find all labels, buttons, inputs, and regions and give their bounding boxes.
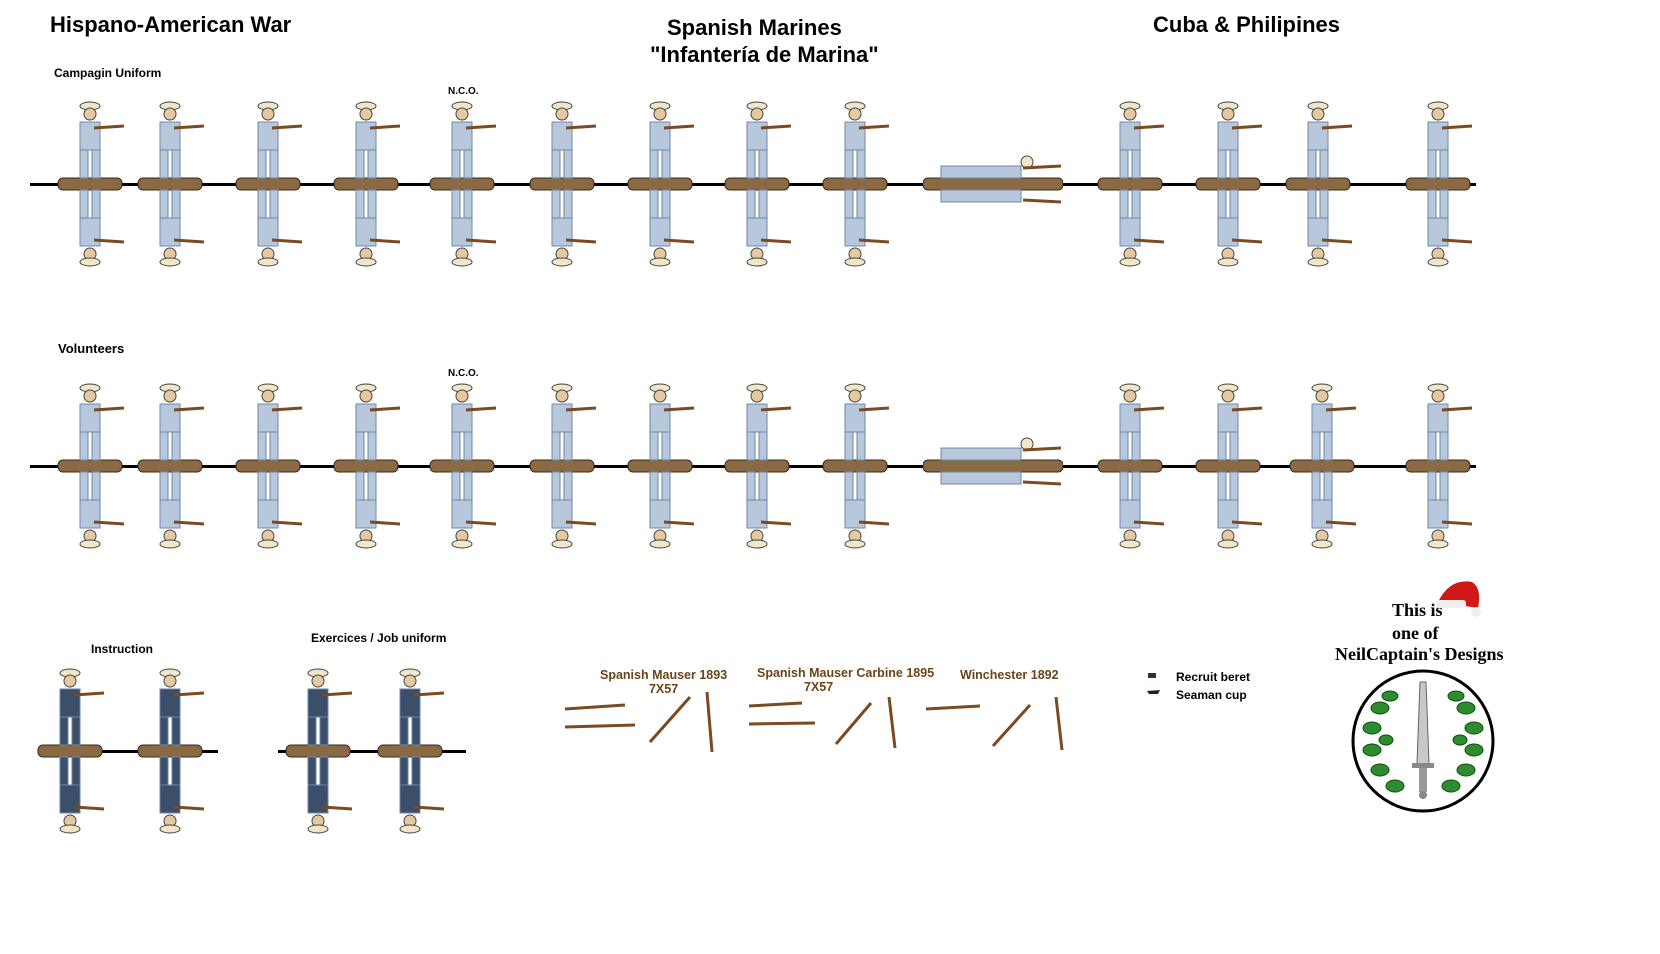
soldier-figure-row1-4 [429,101,497,267]
weapon-label-mauser-1893: Spanish Mauser 1893 7X57 [600,668,727,696]
legend-beret-icon [1148,673,1156,678]
emblem-wreath-icon [1351,669,1495,813]
soldier-figure-row2-10 [1097,383,1165,549]
soldier-figure-row2-0 [57,383,125,549]
santa-hat-icon [1436,581,1481,617]
soldier-figure-row2-12 [1289,383,1357,549]
signature-line1: This is [1392,600,1443,620]
soldier-figure-row1-1 [137,101,205,267]
weapon-label-winchester-1892: Winchester 1892 [960,668,1059,682]
soldier-figure-row1-3 [333,101,401,267]
row2-label: Volunteers [58,341,125,356]
soldier-figure-row3-2 [285,668,353,834]
soldier-figure-row1-0 [57,101,125,267]
rifle-icon-carbine-1895 [748,696,897,749]
soldier-figure-row2-4 [429,383,497,549]
soldier-figure-row2-11 [1195,383,1263,549]
row1-label: Campagin Uniform [54,66,162,80]
weapon-label-carbine-1895: Spanish Mauser Carbine 1895 7X57 [757,666,934,694]
soldier-figure-row1-10 [1097,101,1165,267]
soldier-figure-row3-0 [37,668,105,834]
soldier-figure-row2-1 [137,383,205,549]
soldier-figure-row1-11 [1195,101,1263,267]
left-title: Hispano-American War [50,12,292,37]
soldier-figure-row2-13 [1405,383,1473,549]
signature-line2: one of [1392,623,1439,643]
row3-label-instruction: Instruction [91,642,153,656]
soldier-figure-row1-8 [822,101,890,267]
soldier-figure-row1-9 [923,155,1063,204]
center-title-line2: "Infantería de Marina" [650,42,879,67]
signature-line3: NeilCaptain's Designs [1335,644,1504,664]
soldier-figure-row2-6 [627,383,695,549]
soldier-figure-row1-7 [724,101,792,267]
weapon-label-carbine-1895-l1: Spanish Mauser Carbine 1895 [757,666,935,680]
rifle-icon-winchester-1892 [925,696,1064,751]
center-title-line1: Spanish Marines [667,15,842,40]
row3-label-exercices: Exercices / Job uniform [311,631,447,645]
soldier-figure-row1-6 [627,101,695,267]
weapon-label-carbine-1895-l2: 7X57 [804,680,834,694]
soldier-figure-row2-2 [235,383,303,549]
soldier-figure-row2-7 [724,383,792,549]
right-title: Cuba & Philipines [1153,12,1341,37]
legend-beret-label: Recruit beret [1176,670,1251,684]
row1-nco-label: N.C.O. [448,86,479,97]
soldier-figure-row1-5 [529,101,597,267]
soldier-figure-row1-13 [1405,101,1473,267]
rifle-icon-mauser-1893 [564,691,714,753]
soldier-figure-row3-1 [137,668,205,834]
ground-line-row3a [38,750,218,753]
soldier-figure-row1-12 [1285,101,1353,267]
weapon-label-mauser-1893-l2: 7X57 [648,682,679,696]
legend-cup-icon [1147,690,1160,694]
soldier-figure-row1-2 [235,101,303,267]
weapon-label-mauser-1893-l1: Spanish Mauser 1893 [600,668,728,682]
soldier-figure-row3-3 [377,668,445,834]
soldier-figure-row2-8 [822,383,890,549]
soldier-figure-row2-3 [333,383,401,549]
soldier-figure-row2-9 [923,437,1063,486]
legend-cup-label: Seaman cup [1176,688,1247,702]
soldier-figure-row2-5 [529,383,597,549]
row2-nco-label: N.C.O. [448,368,479,379]
ground-line-row3b [278,750,466,753]
